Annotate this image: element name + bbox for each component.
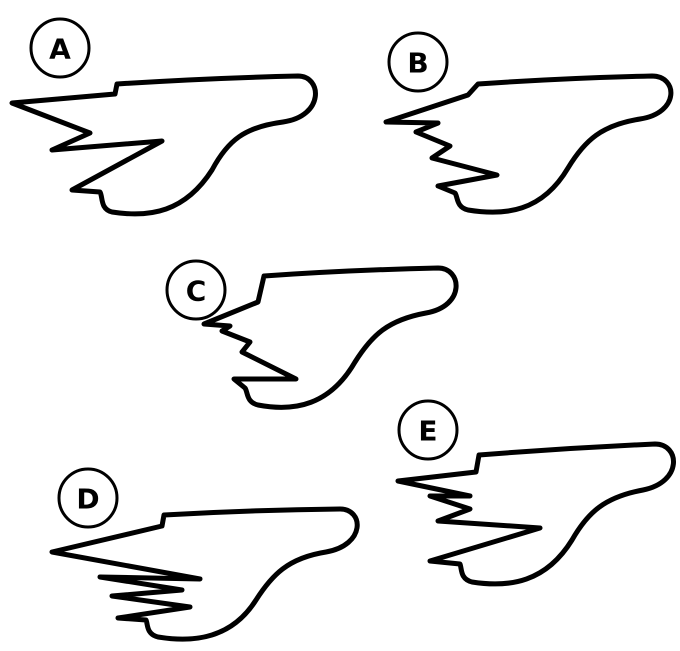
- option-b-badge: B: [387, 31, 449, 93]
- option-c-circle: [165, 259, 227, 321]
- option-d-badge: D: [57, 467, 119, 529]
- option-e-circle: [397, 399, 459, 461]
- option-d-letter: D: [76, 483, 99, 516]
- option-a-letter: A: [49, 33, 71, 66]
- option-c-wing: [201, 265, 459, 410]
- option-c-letter: C: [186, 275, 207, 308]
- option-a-wing: [9, 73, 318, 217]
- option-e-badge: E: [397, 399, 459, 461]
- option-a-circle: [29, 17, 91, 79]
- option-b-circle: [387, 31, 449, 93]
- option-b: B: [383, 31, 674, 215]
- option-b-wing: [383, 73, 674, 215]
- option-e-letter: E: [418, 415, 437, 448]
- option-d-wing: [49, 506, 360, 642]
- option-d-circle: [57, 467, 119, 529]
- option-e: E: [395, 399, 676, 587]
- option-a: A: [9, 17, 318, 217]
- option-e-wing: [395, 441, 676, 587]
- option-c-badge: C: [165, 259, 227, 321]
- option-d: D: [49, 467, 360, 642]
- option-b-letter: B: [407, 47, 428, 80]
- option-a-badge: A: [29, 17, 91, 79]
- option-c: C: [165, 259, 459, 410]
